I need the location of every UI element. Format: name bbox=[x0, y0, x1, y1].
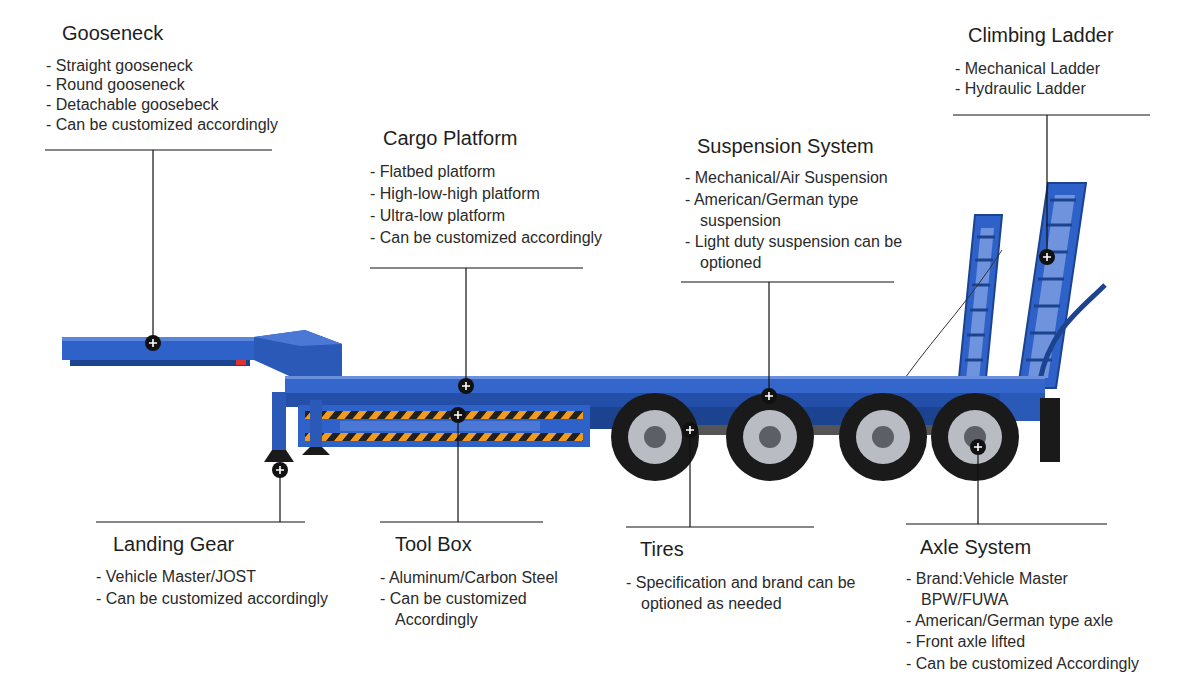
callout-item: - Ultra-low platform bbox=[370, 205, 505, 226]
callout-item: - Mechanical Ladder bbox=[955, 58, 1100, 79]
callout-heading: Suspension System bbox=[697, 134, 874, 158]
callout-item: - Specification and brand can be optione… bbox=[626, 572, 866, 614]
callout-item: - American/German type axle bbox=[906, 610, 1113, 631]
callout-heading: Cargo Platform bbox=[383, 126, 518, 150]
gooseneck bbox=[62, 330, 342, 380]
callout-item: - Can be customized accordingly bbox=[96, 588, 328, 609]
callout-heading: Climbing Ladder bbox=[968, 23, 1114, 47]
callout-item: - Detachable goosebeck bbox=[46, 94, 219, 115]
callout-item: - Mechanical/Air Suspension bbox=[685, 167, 888, 188]
callout-item: - Can be customized Accordingly bbox=[906, 653, 1139, 674]
callout-item: - High-low-high platform bbox=[370, 183, 540, 204]
callout-item: - Light duty suspension can be optioned bbox=[685, 231, 905, 273]
callout-heading: Tool Box bbox=[395, 532, 472, 556]
callout-heading: Axle System bbox=[920, 535, 1031, 559]
axle-wheels bbox=[611, 393, 1019, 481]
callout-item: - Aluminum/Carbon Steel bbox=[380, 567, 558, 588]
callout-heading: Tires bbox=[640, 537, 684, 561]
tool-box bbox=[298, 405, 590, 447]
callout-item: - Can be customized Accordingly bbox=[380, 588, 580, 630]
callout-item: - Can be customized accordingly bbox=[46, 114, 278, 135]
leader-lines bbox=[45, 115, 1150, 527]
callout-markers bbox=[145, 249, 1055, 478]
callout-item: - Hydraulic Ladder bbox=[955, 78, 1086, 99]
callout-item: - Can be customized accordingly bbox=[370, 227, 602, 248]
callout-heading: Landing Gear bbox=[113, 532, 234, 556]
callout-item: - Vehicle Master/JOST bbox=[96, 566, 256, 587]
callout-item: - Round gooseneck bbox=[46, 74, 185, 95]
callout-item: - Brand:Vehicle Master BPW/FUWA bbox=[906, 568, 1126, 610]
climbing-ladder bbox=[905, 183, 1105, 388]
landing-gear bbox=[264, 392, 330, 462]
callout-item: - Front axle lifted bbox=[906, 631, 1025, 652]
callout-item: - Straight gooseneck bbox=[46, 55, 193, 76]
callout-item: - Flatbed platform bbox=[370, 161, 495, 182]
callout-heading: Gooseneck bbox=[62, 21, 163, 45]
callout-item: - American/German type suspension bbox=[685, 189, 872, 231]
